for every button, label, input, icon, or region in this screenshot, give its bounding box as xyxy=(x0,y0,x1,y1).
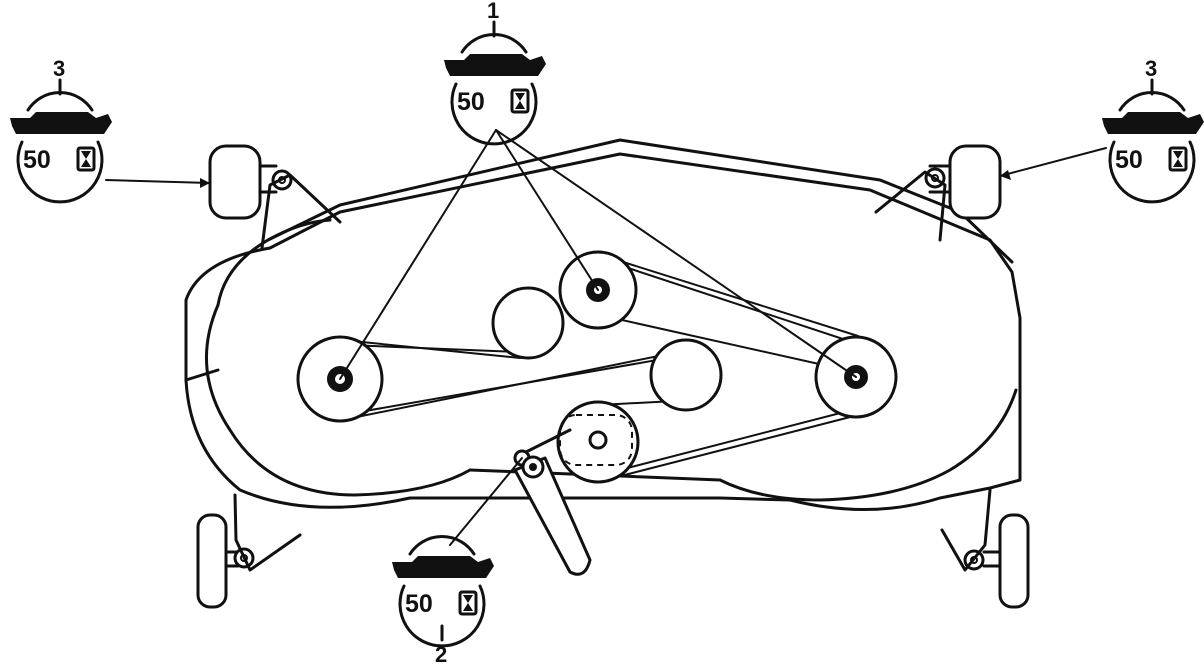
callout-3-right-number: 3 xyxy=(1145,56,1157,81)
callout-3-right-interval: 50 xyxy=(1115,146,1143,174)
belt-shield-outline xyxy=(216,138,1014,307)
callout-2-number: 2 xyxy=(435,642,447,667)
callout-3-left-interval: 50 xyxy=(23,146,51,174)
leader-lines xyxy=(105,129,1107,546)
idler-pulley-right xyxy=(649,338,723,412)
right-front-gauge-wheel xyxy=(874,144,1002,242)
drive-belts xyxy=(341,255,859,481)
callout-2-interval: 50 xyxy=(405,590,433,618)
left-rear-gauge-wheel xyxy=(196,493,302,609)
callout-1-number: 1 xyxy=(487,0,499,23)
idler-arm-pivot xyxy=(513,428,592,576)
right-rear-gauge-wheel xyxy=(940,488,1030,609)
idler-pulley-left xyxy=(491,286,565,360)
deck-cover-outline xyxy=(184,152,1022,512)
deck-skirt-left xyxy=(204,303,472,497)
drive-pulley xyxy=(556,400,640,484)
callout-3-left-number: 3 xyxy=(53,56,65,81)
deck-skirt-right xyxy=(718,388,1018,502)
left-front-gauge-wheel xyxy=(208,144,342,250)
grease-callout-3-right: 50 3 xyxy=(1100,56,1204,204)
grease-callout-1: 50 1 xyxy=(442,0,548,146)
grease-callout-2: 50 2 xyxy=(390,534,496,667)
callout-1-interval: 50 xyxy=(457,88,485,116)
grease-callout-3-left: 50 3 xyxy=(8,56,114,204)
